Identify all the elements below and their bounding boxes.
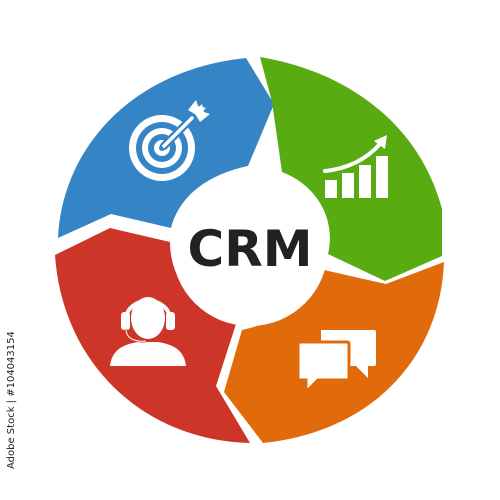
center-circle <box>172 170 328 326</box>
target-icon <box>129 100 210 181</box>
chat-bubbles-icon <box>296 330 376 396</box>
side-id-label: Adobe Stock | #104043154 <box>6 331 17 469</box>
headset-agent-icon <box>110 297 186 366</box>
segment-green <box>260 57 442 281</box>
center-label: CRM <box>188 220 313 278</box>
growth-chart-icon <box>323 135 388 198</box>
